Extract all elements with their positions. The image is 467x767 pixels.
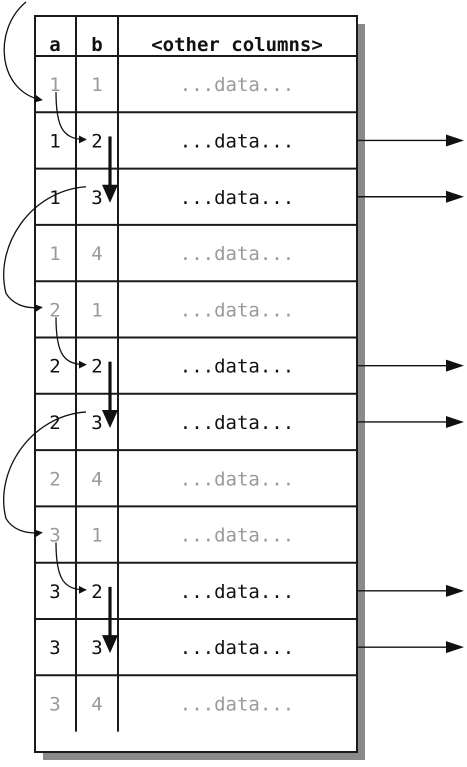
table-row: 2 3 ...data...: [49, 412, 294, 434]
output-arrowhead: [446, 190, 464, 203]
table-background: [35, 16, 357, 752]
output-arrowhead: [446, 584, 464, 597]
header-row: a b <other columns>: [49, 34, 323, 56]
cell-a: 3: [49, 637, 60, 659]
cell-b: 4: [91, 468, 102, 490]
cell-data: ...data...: [180, 468, 294, 490]
scan-arrowhead: [102, 635, 118, 654]
table-row: 2 2 ...data...: [49, 356, 294, 378]
cell-data: ...data...: [180, 130, 294, 152]
table-grid: [35, 16, 357, 732]
seek-arrow: [55, 542, 87, 594]
cell-data: ...data...: [180, 299, 294, 321]
cell-data: ...data...: [180, 356, 294, 378]
jump-arrow: [3, 186, 87, 312]
table-row: 3 2 ...data...: [49, 581, 294, 603]
scan-connectors: [3, 1, 118, 654]
cell-data: ...data...: [180, 693, 294, 715]
cell-data: ...data...: [180, 525, 294, 547]
output-arrowhead: [446, 415, 464, 428]
cell-b: 4: [91, 693, 102, 715]
table-body: 1 1 ...data... 1 2 ...data... 1 3 ...data... 1 4..…: [49, 74, 294, 715]
output-arrowhead: [446, 134, 464, 147]
table-row: 1 1 ...data...: [49, 74, 294, 96]
cell-data: ...data...: [180, 243, 294, 265]
cell-a: 2: [49, 412, 60, 434]
scan-arrowhead: [102, 409, 118, 428]
cell-a: 3: [49, 525, 60, 547]
cell-a: 2: [49, 356, 60, 378]
cell-a: 2: [49, 468, 60, 490]
column-header-b: b: [91, 34, 102, 56]
table-row: 3 3 ...data...: [49, 637, 294, 659]
cell-a: 3: [49, 581, 60, 603]
cell-a: 1: [49, 130, 60, 152]
column-header-other: <other columns>: [151, 34, 323, 56]
cell-a: 2: [49, 299, 60, 321]
entry-arrow: [3, 1, 43, 103]
table-row: 2 4 ...data...: [49, 468, 294, 490]
table-row: 1 2 ...data...: [49, 130, 294, 152]
table-frame: [34, 15, 358, 753]
seek-arrow: [55, 92, 87, 144]
table-row: 3 1 ...data...: [49, 525, 294, 547]
cell-b: 2: [91, 356, 102, 378]
table-row: 3 4 ...data...: [49, 693, 294, 715]
cell-data: ...data...: [180, 74, 294, 96]
cell-b: 4: [91, 243, 102, 265]
cell-b: 2: [91, 130, 102, 152]
cell-b: 3: [91, 412, 102, 434]
output-arrowhead: [446, 641, 464, 654]
table-row: 1 3 ...data...: [49, 187, 294, 209]
output-arrowhead: [446, 359, 464, 372]
table-row: 1 4 ...data...: [49, 243, 294, 265]
seek-arrow: [55, 317, 87, 369]
cell-data: ...data...: [180, 581, 294, 603]
cell-data: ...data...: [180, 187, 294, 209]
column-header-a: a: [49, 34, 60, 56]
scan-arrowhead: [102, 184, 118, 203]
cell-data: ...data...: [180, 637, 294, 659]
cell-b: 1: [91, 74, 102, 96]
jump-arrow: [3, 411, 87, 538]
cell-b: 3: [91, 187, 102, 209]
cell-a: 1: [49, 74, 60, 96]
table-row: 2 1 ...data...: [49, 299, 294, 321]
output-arrows: [357, 134, 464, 654]
cell-b: 1: [91, 525, 102, 547]
cell-a: 3: [49, 693, 60, 715]
cell-data: ...data...: [180, 412, 294, 434]
cell-b: 2: [91, 581, 102, 603]
table: a b <other columns> 1 1 ...data... 1 2 ...dat…: [34, 15, 365, 760]
cell-a: 1: [49, 243, 60, 265]
cell-b: 3: [91, 637, 102, 659]
cell-a: 1: [49, 187, 60, 209]
cell-b: 1: [91, 299, 102, 321]
